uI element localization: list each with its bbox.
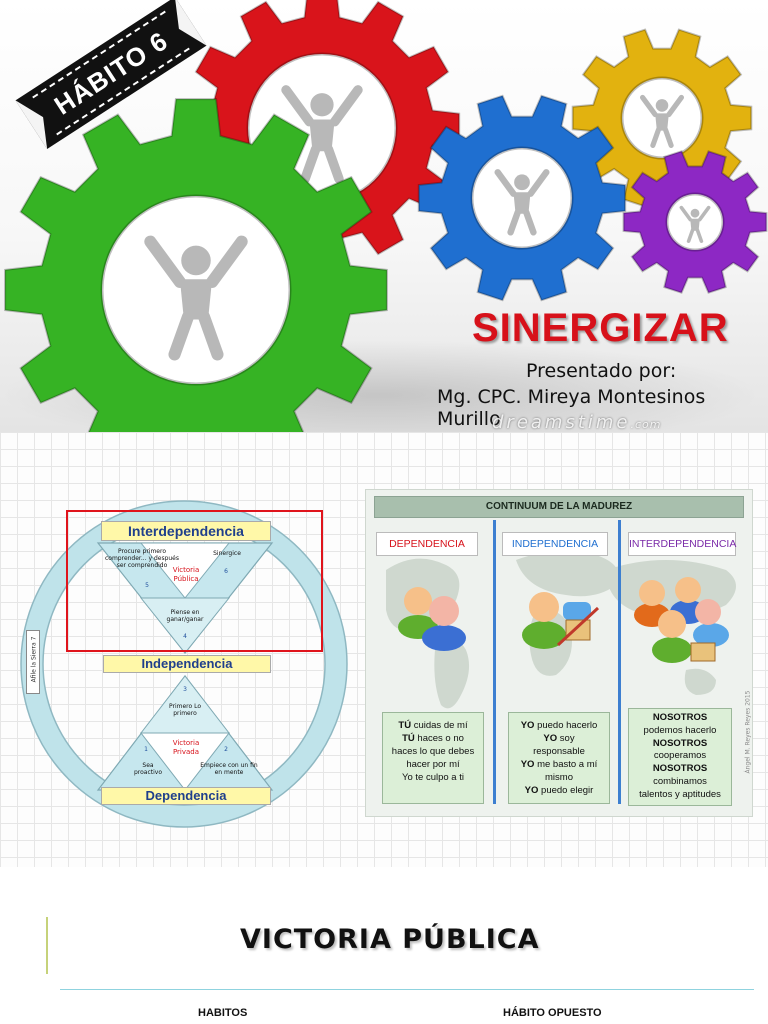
description-line: YO puedo elegir [509,784,609,797]
description-text: puedo hacerlo [534,720,598,731]
description-line: cooperamos [629,750,731,763]
description-line: podemos hacerlo [629,725,731,738]
public-victory-highlight [66,510,323,652]
habit-1-text: Sea proactivo [133,762,163,776]
two-people-icon [398,587,466,651]
description-bold: YO [520,759,535,770]
description-text: haces o no [414,733,464,744]
slide-sinergizar-cover: HÁBITO 6 SINERGIZAR Presentado por: Mg. … [0,0,768,432]
description-bold: YO [520,720,535,731]
description-line: YO puedo hacerlo [509,719,609,732]
continuum-title: CONTINUUM DE LA MADUREZ [374,496,744,518]
green-gear-icon [4,98,388,432]
column-header-interdependencia: INTERDEPENDENCIA [628,532,736,556]
purple-gear-icon [622,150,768,294]
watermark-suffix: .com [630,418,662,431]
description-line: Yo te culpo a ti [383,771,483,784]
presented-by-label: Presentado por: [526,360,677,382]
description-text: hacer por mí [406,759,460,770]
description-line: talentos y aptitudes [629,789,731,802]
description-text: cooperamos [653,750,707,762]
accent-bar [46,917,48,974]
description-line: NOSOTROS [629,712,731,725]
description-line: YO soy [509,732,609,745]
description-text: me basto a mí [534,759,598,770]
slide-victoria-publica: VICTORIA PÚBLICA HABITOS HÁBITO OPUESTO [0,867,768,1024]
blue-gear-icon [417,94,627,302]
description-line: TÚ cuidas de mí [383,719,483,732]
column-header-habito-opuesto: HÁBITO OPUESTO [503,1007,602,1019]
independence-band: Independencia [103,655,271,673]
column-header-dependencia: DEPENDENCIA [376,532,478,556]
description-text: soy [557,733,575,744]
habit-5-text: Procure primero comprender... y después … [104,548,179,569]
habit-3-number: 3 [183,686,187,693]
description-text: combinamos [653,775,707,787]
habit-6-text: Sinergice [213,550,241,557]
column-header-independencia: INDEPENDENCIA [502,532,608,556]
habit-4-text: Piense en ganar/ganar [166,609,204,623]
description-line: responsable [509,745,609,758]
habit-2-text: Empiece con un fin en mente [200,762,258,776]
description-bold: TÚ [398,720,412,731]
continuum-divider-2 [618,520,621,804]
watermark-text: dreamstime [492,412,631,432]
header-rule [60,989,754,990]
person-with-tools-icon [522,592,600,649]
description-line: mismo [509,771,609,784]
description-line: hacer por mí [383,758,483,771]
description-text: podemos hacerlo [643,724,717,736]
description-line: haces lo que debes [383,745,483,758]
maturity-continuum-panel: CONTINUUM DE LA MADUREZ DEPENDENCIA INDE… [365,489,753,817]
description-text: haces lo que debes [391,746,475,757]
sharpen-saw-label: Afile la Sierra 7 [30,636,38,683]
description-bold: NOSOTROS [652,763,708,775]
public-victory-label: Victoria Pública [172,566,200,583]
slide-title: SINERGIZAR [472,306,729,350]
people-illustrations [398,577,729,663]
description-line: TÚ haces o no [383,732,483,745]
description-line: NOSOTROS [629,738,731,751]
habit-4-number: 4 [183,633,187,640]
group-of-people-icon [634,577,729,663]
habit-2-number: 2 [224,746,228,753]
habit-5-number: 5 [145,582,149,589]
description-text: Yo te culpo a ti [402,772,464,783]
gears-illustration [0,0,768,432]
habit-6-number: 6 [224,568,228,575]
column-header-habitos: HABITOS [198,1007,248,1019]
stock-watermark: dreamstime.com [492,412,662,432]
description-text: responsable [533,746,585,757]
continuum-divider-1 [493,520,496,804]
dependence-band: Dependencia [101,787,271,805]
description-bold: YO [543,733,558,744]
private-victory-label: Victoria Privada [172,739,200,756]
description-bold: YO [524,785,539,796]
author-name: Mg. CPC. Mireya Montesinos Murillo [437,386,706,430]
habit-1-number: 1 [144,746,148,753]
description-line: combinamos [629,776,731,789]
description-text: cuidas de mí [411,720,468,731]
interdependence-band: Interdependencia [101,521,271,541]
description-bold: TÚ [402,733,415,744]
author-credit: Ángel M. Reyes Reyes 2015 [744,690,752,774]
slide-habits-diagram: Interdependencia Independencia Dependenc… [0,432,768,867]
description-text: puedo elegir [538,785,594,796]
description-bold: NOSOTROS [652,737,708,749]
description-bold: NOSOTROS [652,712,708,723]
slide-title: VICTORIA PÚBLICA [240,924,540,955]
description-line: NOSOTROS [629,763,731,776]
sharpen-saw-label-box: Afile la Sierra 7 [26,630,40,694]
description-text: talentos y aptitudes [639,788,721,800]
habit-3-text: Primero Lo primero [168,703,201,717]
description-text: mismo [545,772,573,783]
description-line: YO me basto a mí [509,758,609,771]
